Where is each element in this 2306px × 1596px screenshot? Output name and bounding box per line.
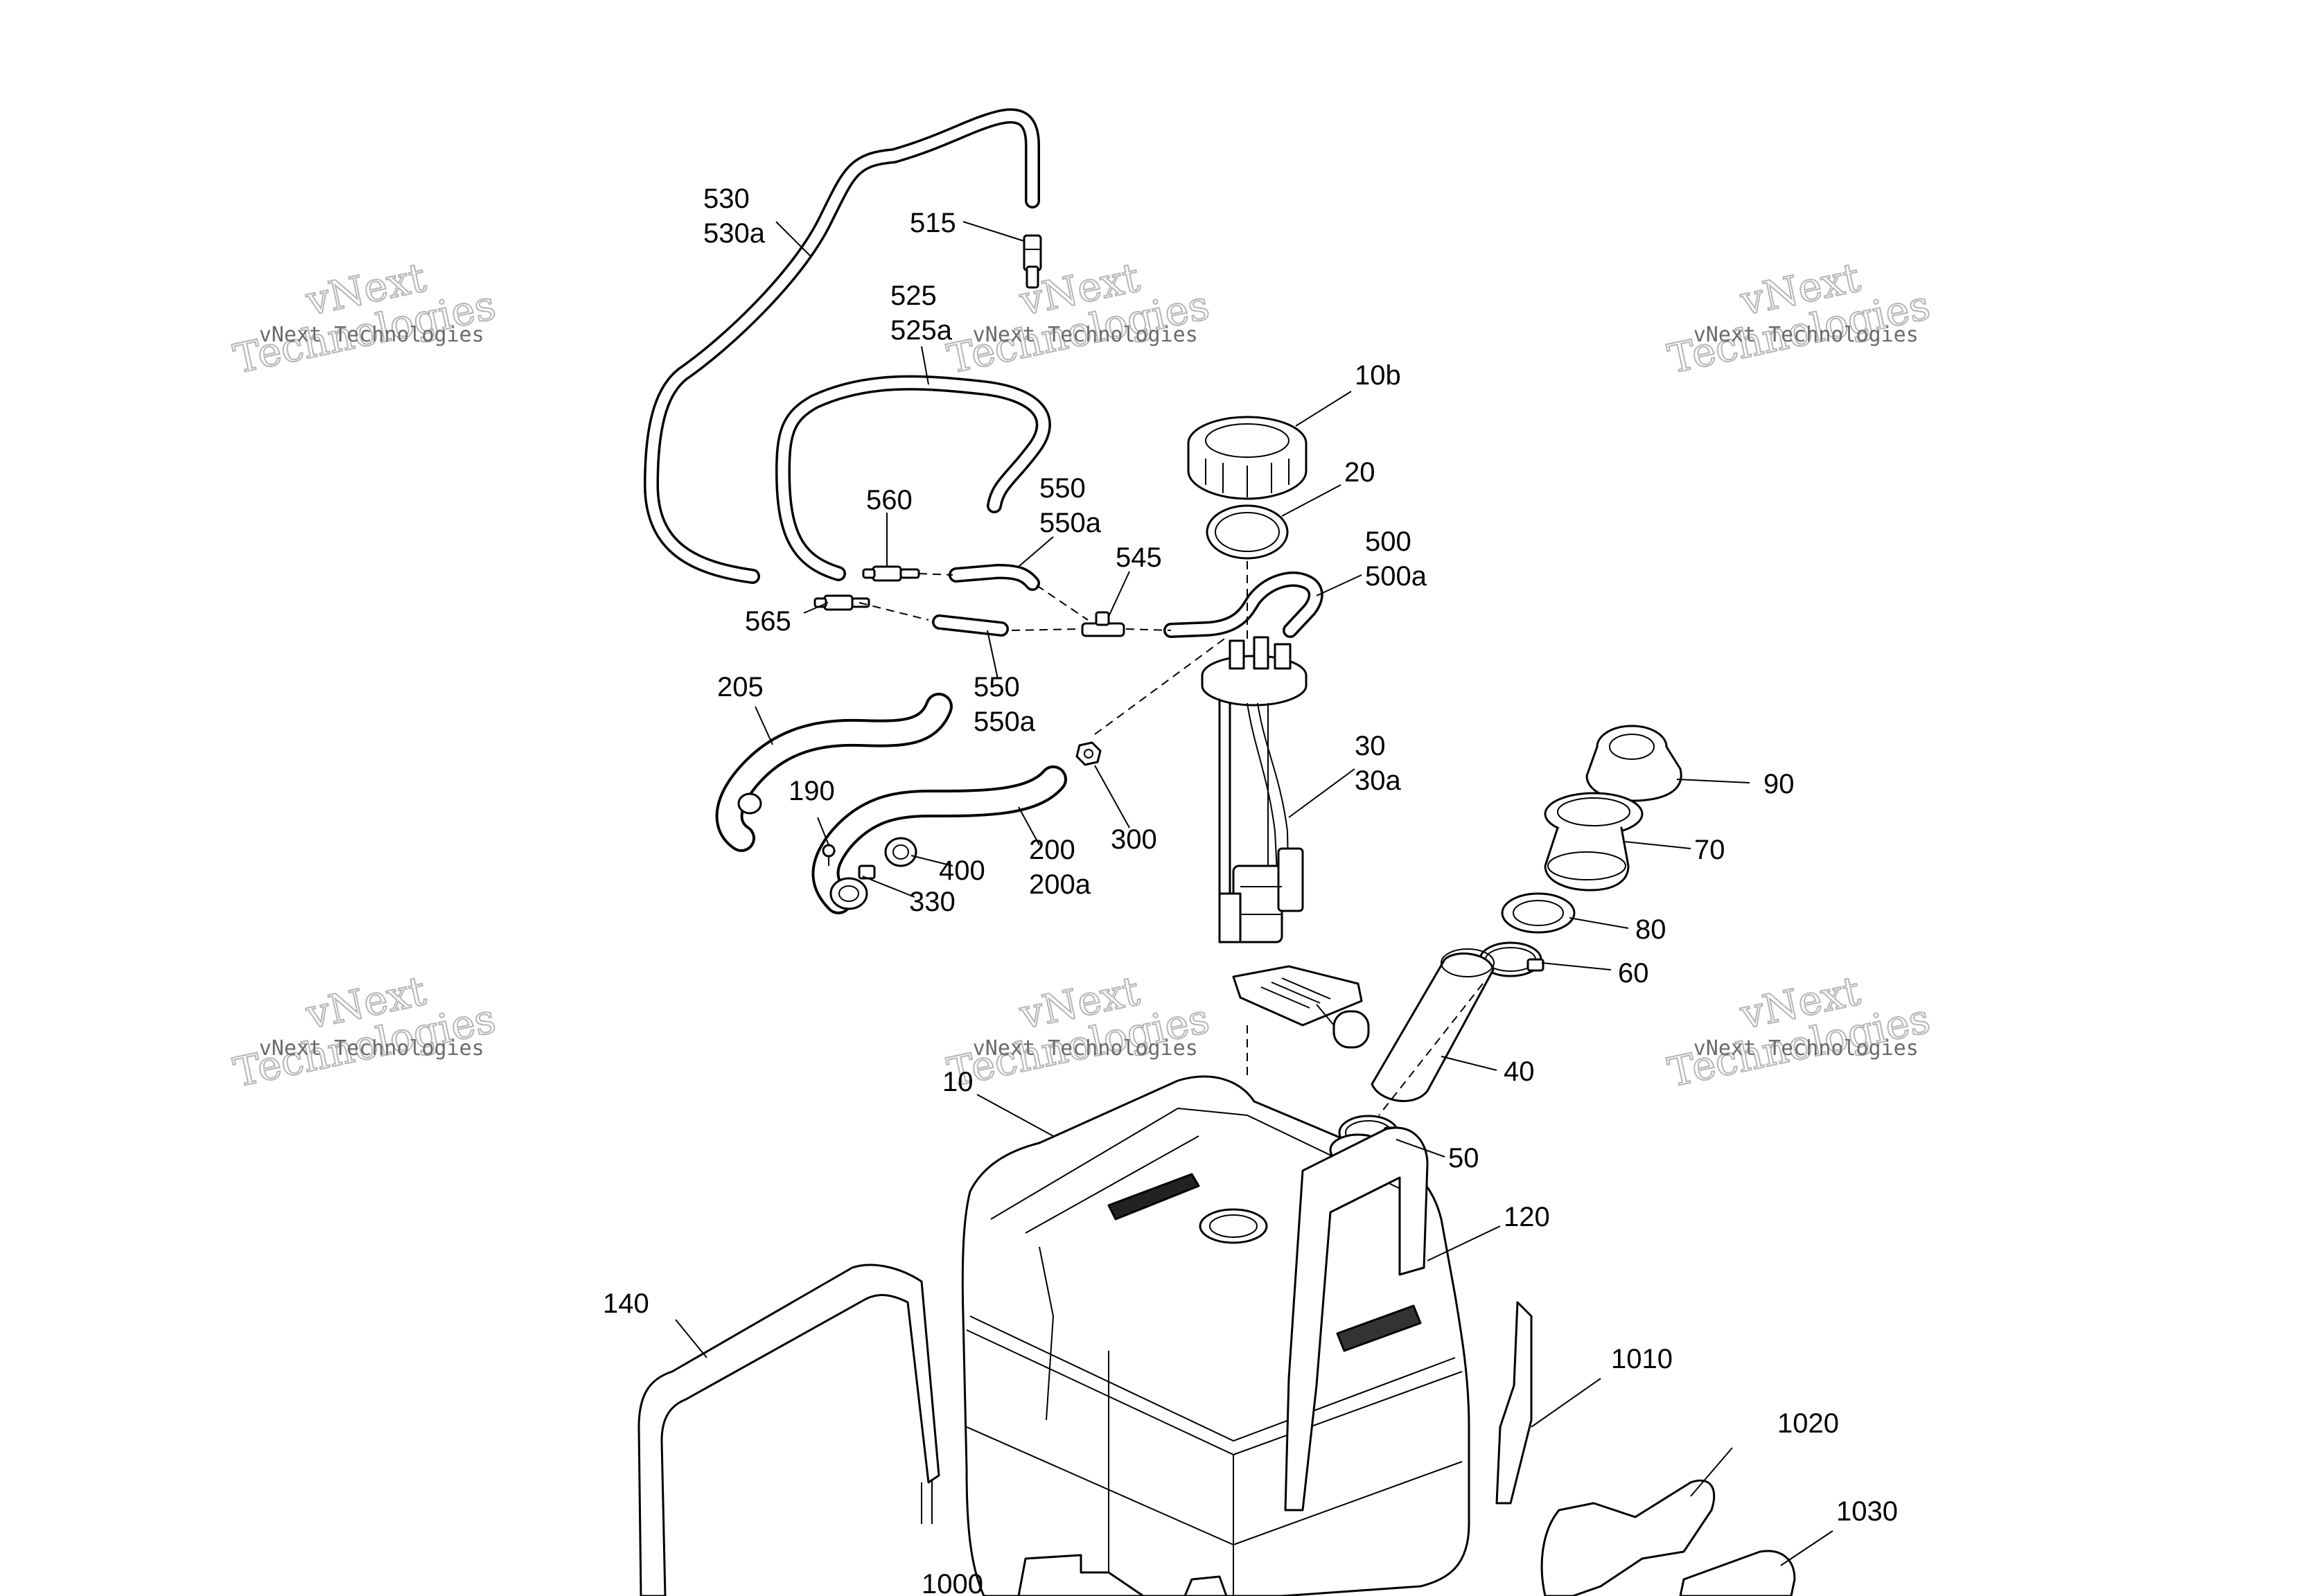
hose-200 [811, 765, 1067, 914]
hose-40 [1371, 948, 1495, 1102]
watermarks: vNext Technologies vNext Technologies vN… [229, 253, 1935, 1097]
callout-label: 300 [1111, 824, 1157, 855]
valve-560 [862, 551, 920, 582]
watermark: vNext Technologies vNext Technologies [229, 966, 500, 1097]
watermark: vNext Technologies vNext Technologies [1663, 966, 1935, 1097]
watermark: vNext Technologies vNext Technologies [942, 253, 1214, 383]
callout-label: 50 [1448, 1143, 1479, 1173]
clamp-400 [884, 837, 917, 867]
hose-205 [715, 693, 953, 852]
callout-label: 205 [717, 672, 764, 702]
watermark-small: vNext Technologies [259, 323, 484, 347]
axis-line [1378, 983, 1484, 1116]
routing-line [1036, 585, 1089, 621]
callout-label: 565 [745, 606, 791, 637]
guard-1030 [1679, 1550, 1796, 1596]
callout-leaders [675, 221, 1833, 1566]
nut-80 [1501, 892, 1576, 934]
filler-hoses [715, 693, 1102, 914]
callout-label: 560 [866, 485, 913, 515]
tank-label [1107, 1173, 1200, 1221]
callout-label: 10 [942, 1067, 974, 1097]
callout-label: 1000 [922, 1569, 983, 1596]
routing-line [859, 602, 929, 621]
callout-label: 10b [1355, 360, 1401, 391]
callout-label: 330 [909, 887, 956, 917]
callout-label: 40 [1504, 1056, 1535, 1087]
nut-300 [1075, 741, 1102, 766]
watermark-small: vNext Technologies [1693, 323, 1919, 347]
neck-70 [1544, 792, 1644, 892]
callout-label: 545 [1116, 542, 1162, 573]
hose-525 [775, 375, 1051, 581]
callout-label: 70 [1694, 835, 1725, 865]
base-1000 [1017, 1554, 1228, 1596]
callout-label: 80 [1635, 914, 1666, 945]
tee-545 [1081, 611, 1125, 637]
pump-tubes [1218, 698, 1290, 937]
strap-140 [637, 1264, 940, 1596]
seal-20 [1206, 504, 1289, 560]
callout-label: 1030 [1836, 1496, 1898, 1527]
hose-500 [1163, 571, 1323, 638]
callout-label: 190 [789, 776, 835, 806]
screw-190 [822, 844, 836, 866]
watermark-small: vNext Technologies [973, 1036, 1198, 1061]
pump-strainer [1232, 965, 1363, 1027]
hose-550-lower [932, 614, 1009, 637]
pump-flange [1201, 636, 1308, 707]
pump-float [1316, 1004, 1370, 1049]
callout-label: 400 [939, 855, 985, 886]
callout-label: 515 [910, 208, 956, 238]
hose-550-upper [949, 564, 1040, 591]
routing-line [918, 573, 953, 576]
watermark: vNext Technologies vNext Technologies [229, 253, 500, 383]
routing-line [1011, 628, 1082, 631]
watermark-small: vNext Technologies [973, 323, 1198, 347]
routing-line [1125, 628, 1172, 631]
guard-1020 [1540, 1479, 1716, 1596]
watermark-small: vNext Technologies [259, 1036, 484, 1061]
callout-label: 120 [1504, 1202, 1550, 1232]
pump-body [1218, 847, 1304, 943]
shield-1010 [1495, 1301, 1533, 1505]
watermark-small: vNext Technologies [1693, 1036, 1919, 1061]
callout-label: 20 [1344, 457, 1375, 488]
callout-label: 1010 [1611, 1344, 1673, 1374]
hose-530 [644, 108, 1040, 584]
callout-label: 1020 [1777, 1408, 1839, 1439]
cap-90 [1585, 725, 1682, 802]
fuel-pump-assembly [1187, 416, 1370, 1081]
fitting-515 [1023, 234, 1042, 289]
callout-label: 60 [1618, 958, 1649, 988]
lock-ring-10b [1187, 416, 1308, 500]
callout-label: 90 [1763, 769, 1795, 799]
callout-label: 140 [603, 1288, 649, 1319]
watermark: vNext Technologies vNext Technologies [1663, 253, 1935, 383]
vent-hoses [644, 108, 1323, 735]
strap-120 [1284, 1126, 1429, 1511]
